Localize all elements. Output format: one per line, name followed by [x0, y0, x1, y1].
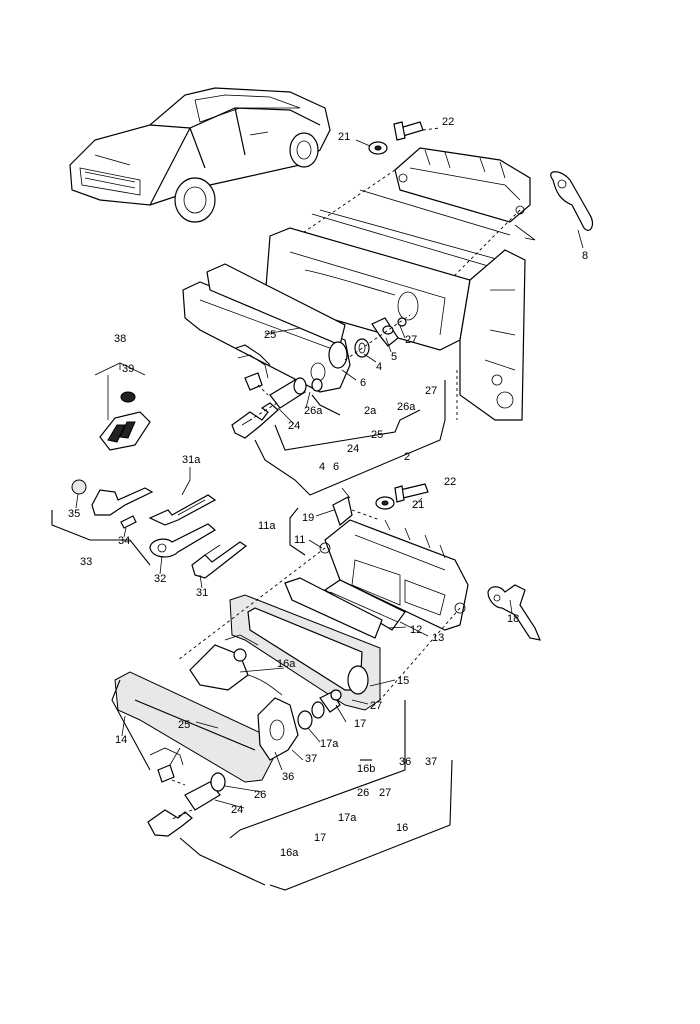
- upper-door-handle-assembly: [182, 121, 594, 439]
- part-label-12: 12: [410, 624, 422, 636]
- part-number-labels: 22 21 8 38 39 25 27 5 4 6 26a 2a 26a 27 …: [68, 116, 588, 859]
- part-label-26-group: 26: [357, 787, 369, 799]
- part-label-37-group: 37: [425, 756, 437, 768]
- part-label-31: 31: [196, 587, 208, 599]
- part-label-2: 2: [404, 451, 410, 463]
- remote-transmitter: [94, 362, 151, 451]
- part-label-24-group: 24: [347, 443, 359, 455]
- part-label-25-group: 25: [371, 429, 383, 441]
- part-label-27-group: 27: [379, 787, 391, 799]
- part-label-13: 13: [432, 632, 444, 644]
- part-label-6-group: 6: [333, 461, 339, 473]
- part-label-26a-left: 26a: [304, 405, 323, 417]
- part-label-11: 11: [294, 534, 305, 546]
- grouping-brackets: [111, 344, 453, 891]
- part-label-25-upper: 25: [264, 329, 276, 341]
- part-label-27-side: 27: [425, 385, 437, 397]
- keys-group: [51, 479, 248, 579]
- part-label-15: 15: [397, 675, 409, 687]
- part-label-6-upper: 6: [360, 377, 366, 389]
- part-label-18: 18: [507, 613, 519, 625]
- part-label-14: 14: [115, 734, 127, 746]
- part-label-25-lower: 25: [178, 719, 190, 731]
- part-label-16b: 16b: [357, 763, 375, 775]
- part-label-17a-lower: 17a: [320, 738, 339, 750]
- part-label-38: 38: [114, 333, 126, 345]
- part-label-24-upper: 24: [288, 420, 300, 432]
- part-label-34: 34: [118, 535, 130, 547]
- part-label-27-upper: 27: [405, 334, 417, 346]
- part-label-26a-right: 26a: [397, 401, 416, 413]
- part-label-24-lower: 24: [231, 804, 243, 816]
- part-label-16a-top: 16a: [277, 658, 296, 670]
- part-label-19: 19: [302, 512, 314, 524]
- car-illustration: [69, 87, 331, 223]
- part-label-36-group: 36: [399, 756, 411, 768]
- part-label-4-group: 4: [319, 461, 325, 473]
- part-label-37-lower: 37: [305, 753, 317, 765]
- part-label-16: 16: [396, 822, 408, 834]
- part-label-26-lower: 26: [254, 789, 266, 801]
- leader-lines: [75, 139, 584, 809]
- part-label-35: 35: [68, 508, 80, 520]
- part-label-22-upper: 22: [442, 116, 454, 128]
- part-label-2a: 2a: [364, 405, 377, 417]
- part-label-21-upper: 21: [338, 131, 350, 143]
- part-label-39: 39: [122, 363, 134, 375]
- part-label-22-lower: 22: [444, 476, 456, 488]
- part-label-16a-group: 16a: [280, 847, 299, 859]
- part-label-17-lower: 17: [354, 718, 366, 730]
- part-label-8: 8: [582, 250, 588, 262]
- part-label-27-lower: 27: [370, 700, 382, 712]
- part-label-4-upper: 4: [376, 361, 382, 373]
- part-label-36-lower: 36: [282, 771, 294, 783]
- part-label-33: 33: [80, 556, 92, 568]
- lower-door-handle-assembly: [114, 483, 541, 837]
- part-label-21-lower: 21: [412, 499, 424, 511]
- part-label-5: 5: [391, 351, 397, 363]
- part-label-17a-group: 17a: [338, 812, 357, 824]
- part-label-31a: 31a: [182, 454, 201, 466]
- part-label-17-group: 17: [314, 832, 326, 844]
- part-label-32: 32: [154, 573, 166, 585]
- part-label-11a: 11a: [258, 520, 276, 532]
